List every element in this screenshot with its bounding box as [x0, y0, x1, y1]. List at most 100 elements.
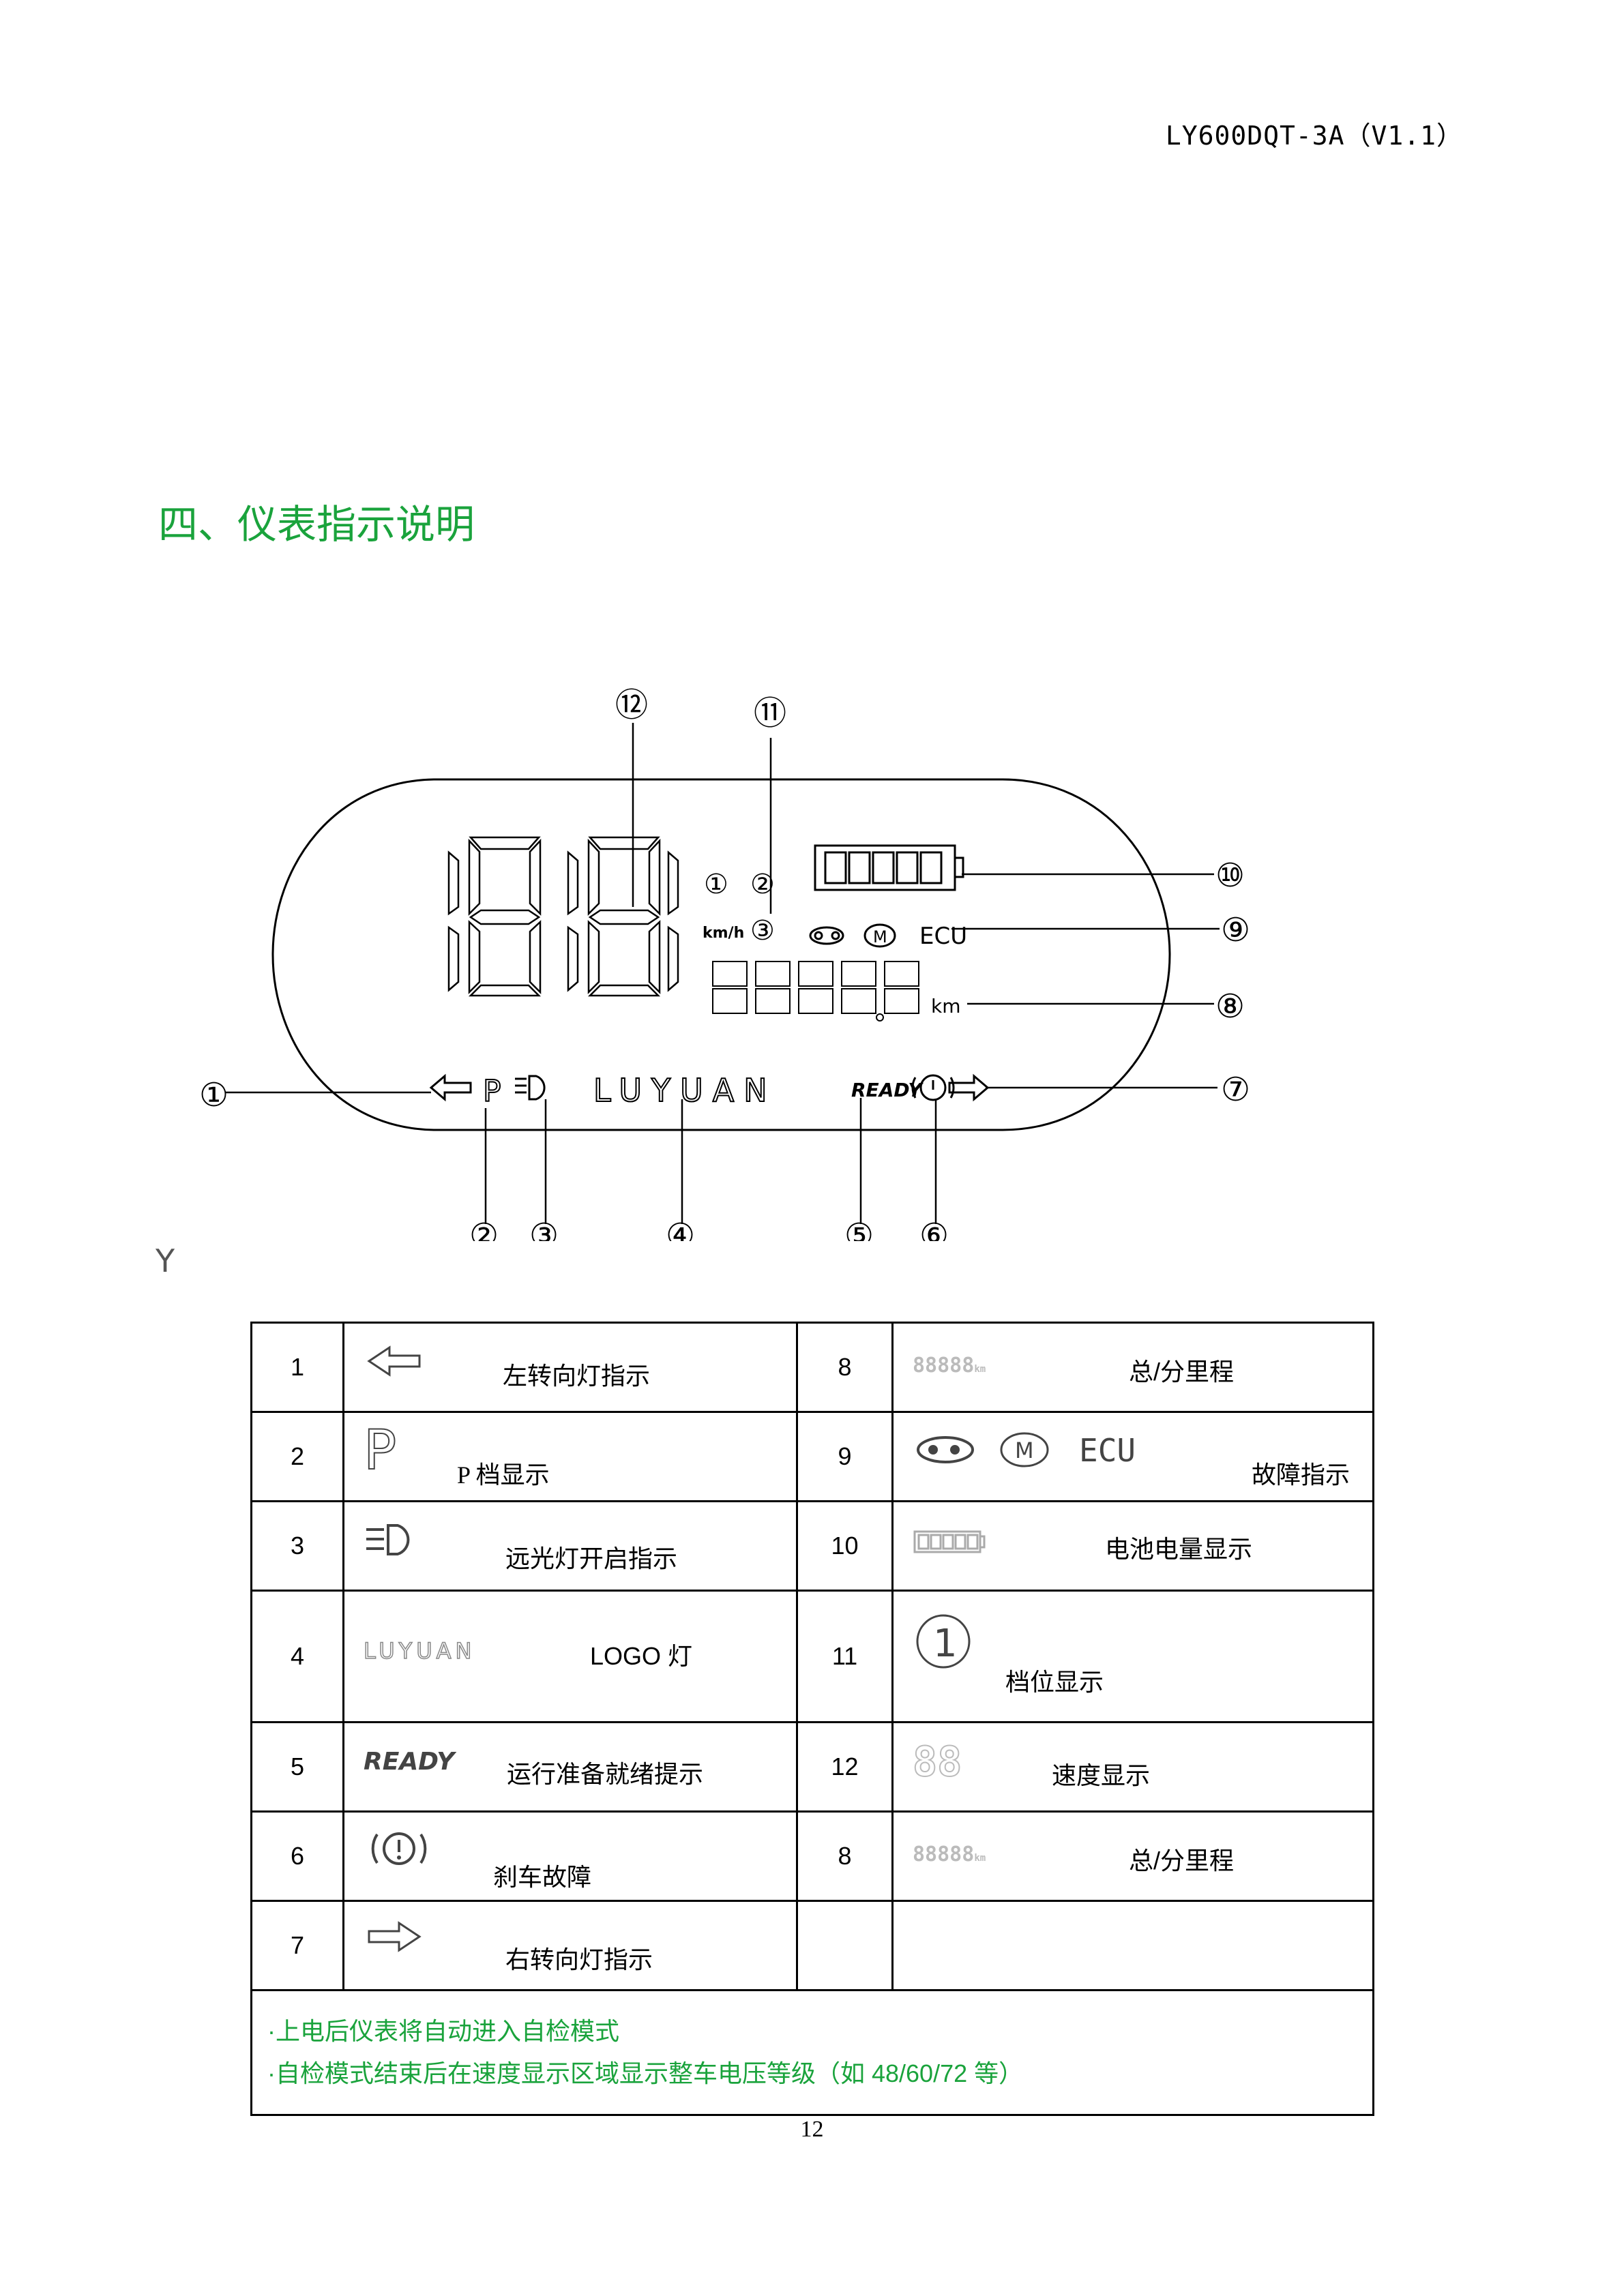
indicator-cell: P P 档显示 — [342, 1411, 798, 1502]
left-turn-arrow-icon — [367, 1345, 421, 1377]
ecu-label: ECU — [919, 923, 967, 950]
row-number: 2 — [250, 1411, 344, 1502]
row-number: 4 — [250, 1590, 344, 1723]
odometer-icon: 88888km — [913, 1843, 986, 1866]
indicator-label: 刹车故障 — [493, 1864, 592, 1891]
odometer-decimal-point — [876, 1013, 884, 1022]
callout-2: ② — [469, 1217, 499, 1241]
table-row: 2 P P 档显示 9 M ECU 故障指示 — [250, 1411, 1374, 1502]
indicator-cell: 左转向灯指示 — [342, 1322, 798, 1413]
stray-glyph: Y — [156, 1242, 175, 1279]
controller-fault-icon: M — [863, 923, 896, 948]
row-number: 12 — [796, 1721, 894, 1813]
indicator-cell: LUYUAN LOGO 灯 — [342, 1590, 798, 1723]
indicator-label: 右转向灯指示 — [505, 1945, 653, 1973]
brake-fault-icon — [371, 1832, 427, 1865]
indicator-label: 运行准备就绪提示 — [507, 1760, 704, 1788]
callout-3: ③ — [529, 1217, 559, 1241]
row-number: 5 — [250, 1721, 344, 1813]
right-turn-arrow-icon — [368, 1921, 422, 1952]
ready-indicator: READY — [851, 1079, 924, 1101]
table-row: 5 READY 运行准备就绪提示 12 88 速度显示 — [250, 1721, 1374, 1813]
leader-lines — [225, 723, 1220, 1224]
logo-icon: LUYUAN — [363, 1637, 476, 1665]
page-number: 12 — [800, 2117, 824, 2142]
indicator-cell: 远光灯开启指示 — [342, 1500, 798, 1592]
callout-10: ⑩ — [1215, 856, 1245, 895]
speed-digit-1 — [447, 836, 542, 997]
indicator-label: 左转向灯指示 — [503, 1362, 651, 1390]
battery-gauge — [814, 844, 964, 891]
table-row: 1 左转向灯指示 8 88888km 总/分里程 — [250, 1322, 1374, 1413]
row-number: 8 — [796, 1810, 894, 1902]
motor-fault-icon — [917, 1436, 974, 1463]
indicator-cell — [891, 1900, 1374, 1991]
table-row: 3 远光灯开启指示 10 电池电量显示 — [250, 1500, 1374, 1592]
notes-cell: ·上电后仪表将自动进入自检模式 ·自检模式结束后在速度显示区域显示整车电压等级（… — [250, 1989, 1374, 2116]
odometer-digit-1 — [712, 961, 748, 1014]
right-turn-arrow-icon — [948, 1073, 990, 1102]
brand-logo-text: LUYUAN — [593, 1072, 777, 1109]
table-row: 6 刹车故障 8 88888km 总/分里程 — [250, 1810, 1374, 1902]
indicator-cell: 1 档位显示 — [891, 1590, 1374, 1723]
callout-11: ⑪ — [754, 694, 786, 732]
row-number: 6 — [250, 1810, 344, 1902]
indicator-table: 1 左转向灯指示 8 88888km 总/分里程 2 P P 档显示 9 M E… — [250, 1322, 1374, 2116]
indicator-cell: 88 速度显示 — [891, 1721, 1374, 1813]
indicator-label: 档位显示 — [1005, 1668, 1104, 1696]
speed-digits — [447, 836, 679, 997]
indicator-label: 故障指示 — [1252, 1461, 1350, 1489]
row-number: 9 — [796, 1411, 894, 1502]
table-row: 7 右转向灯指示 — [250, 1900, 1374, 1991]
note-line: ·自检模式结束后在速度显示区域显示整车电压等级（如 48/60/72 等） — [267, 2059, 1024, 2087]
controller-fault-icon: M — [1000, 1432, 1049, 1467]
speed-icon: 88 — [912, 1738, 962, 1787]
speed-unit: km/h — [703, 925, 744, 942]
fault-icons: M — [809, 923, 896, 948]
row-number: 11 — [796, 1590, 894, 1723]
callout-6: ⑥ — [919, 1217, 949, 1241]
callout-4: ④ — [666, 1217, 695, 1241]
odometer-icon-digits: 88888 — [913, 1354, 975, 1377]
bottom-icon-row — [429, 1073, 990, 1102]
row-number: 1 — [250, 1322, 344, 1413]
high-beam-icon — [366, 1524, 410, 1555]
document-code: LY600DQT-3A（V1.1） — [1165, 121, 1463, 151]
row-number: 3 — [250, 1500, 344, 1592]
odometer-digits — [712, 961, 919, 1022]
indicator-cell: M ECU 故障指示 — [891, 1411, 1374, 1502]
odometer-digit-5 — [884, 961, 919, 1014]
odometer-icon: 88888km — [913, 1354, 986, 1377]
odometer-icon-unit: km — [974, 1364, 986, 1375]
odometer-digit-4 — [841, 961, 876, 1014]
odometer-icon-digits: 88888 — [913, 1843, 975, 1866]
note-line: ·上电后仪表将自动进入自检模式 — [267, 2017, 619, 2045]
indicator-label: 远光灯开启指示 — [505, 1545, 678, 1572]
callout-7: ⑦ — [1221, 1071, 1250, 1109]
indicator-cell: 右转向灯指示 — [342, 1900, 798, 1991]
left-turn-arrow-icon — [429, 1073, 472, 1102]
indicator-cell: 刹车故障 — [342, 1810, 798, 1902]
battery-icon — [913, 1530, 986, 1553]
indicator-label: P 档显示 — [457, 1461, 550, 1489]
row-number: 7 — [250, 1900, 344, 1991]
row-number — [796, 1900, 894, 1991]
row-number: 10 — [796, 1500, 894, 1592]
indicator-cell: 88888km 总/分里程 — [891, 1322, 1374, 1413]
ecu-icon: ECU — [1079, 1432, 1136, 1469]
callout-12: ⑫ — [615, 686, 648, 724]
notes-row: ·上电后仪表将自动进入自检模式 ·自检模式结束后在速度显示区域显示整车电压等级（… — [250, 1989, 1374, 2116]
speed-digit-2 — [567, 836, 679, 997]
ready-icon: READY — [364, 1748, 455, 1776]
indicator-cell: 电池电量显示 — [891, 1500, 1374, 1592]
callout-9: ⑨ — [1221, 911, 1250, 949]
callout-5: ⑤ — [844, 1217, 874, 1241]
indicator-label: 电池电量显示 — [1105, 1535, 1253, 1563]
section-title: 四、仪表指示说明 — [158, 501, 475, 548]
odometer-digit-2 — [755, 961, 791, 1014]
svg-text:M: M — [1015, 1437, 1034, 1463]
indicator-cell: READY 运行准备就绪提示 — [342, 1721, 798, 1813]
gear-indicator-digit: 1 — [933, 1622, 958, 1666]
callout-1: ① — [199, 1076, 228, 1114]
gear-indicator-3: ③ — [750, 915, 775, 946]
